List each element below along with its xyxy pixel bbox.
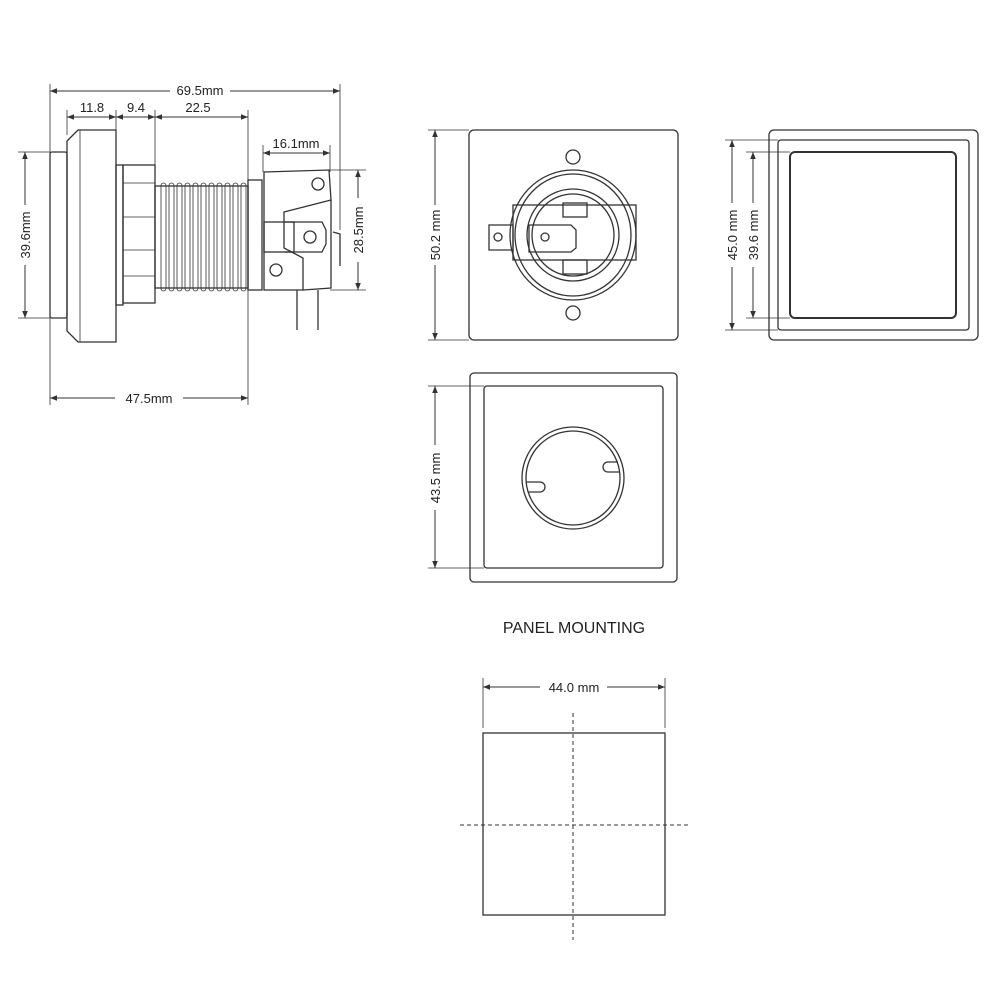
bezel-depth-label: 11.8 bbox=[80, 100, 104, 115]
thread-rib bbox=[224, 182, 231, 292]
rear-view bbox=[468, 129, 679, 341]
cutout-width-label: 44.0 mm bbox=[549, 680, 600, 695]
panel-mounting-title: PANEL MOUNTING bbox=[503, 620, 645, 637]
switch-length-label: 16.1mm bbox=[273, 136, 320, 151]
switch-height-label: 28.5mm bbox=[351, 207, 366, 254]
button-height-label: 39.6 mm bbox=[746, 210, 761, 261]
front-view bbox=[768, 129, 979, 341]
nut-depth-label: 9.4 bbox=[127, 100, 145, 115]
side-view bbox=[49, 129, 341, 343]
side-dimensions: 69.5mm 11.8 9.4 22.5 16.1mm 39.6mm 28.5m… bbox=[18, 83, 366, 406]
thread-rib bbox=[240, 182, 247, 292]
thread-rib bbox=[232, 182, 239, 292]
bottom-height-label: 43.5 mm bbox=[428, 453, 443, 504]
thread-rib bbox=[192, 182, 199, 292]
bottom-dimensions: 43.5 mm bbox=[428, 385, 484, 569]
thread-rib bbox=[168, 182, 175, 292]
front-dimensions: 45.0 mm 39.6 mm bbox=[725, 139, 790, 331]
thread-rib bbox=[160, 182, 167, 292]
thread-rib bbox=[216, 182, 223, 292]
bezel-height-label: 39.6mm bbox=[18, 212, 33, 259]
thread-rib bbox=[184, 182, 191, 292]
thread-rib bbox=[208, 182, 215, 292]
rear-dimensions: 50.2 mm bbox=[428, 129, 469, 341]
thread-length-label: 22.5 bbox=[185, 100, 210, 115]
panel-cutout: 44.0 mm bbox=[460, 678, 688, 940]
thread-rib bbox=[176, 182, 183, 292]
body-length-label: 47.5mm bbox=[126, 391, 173, 406]
front-outer-height-label: 45.0 mm bbox=[725, 210, 740, 261]
bottom-view bbox=[469, 372, 678, 583]
overall-length-label: 69.5mm bbox=[177, 83, 224, 98]
thread-rib bbox=[200, 182, 207, 292]
rear-height-label: 50.2 mm bbox=[428, 210, 443, 261]
